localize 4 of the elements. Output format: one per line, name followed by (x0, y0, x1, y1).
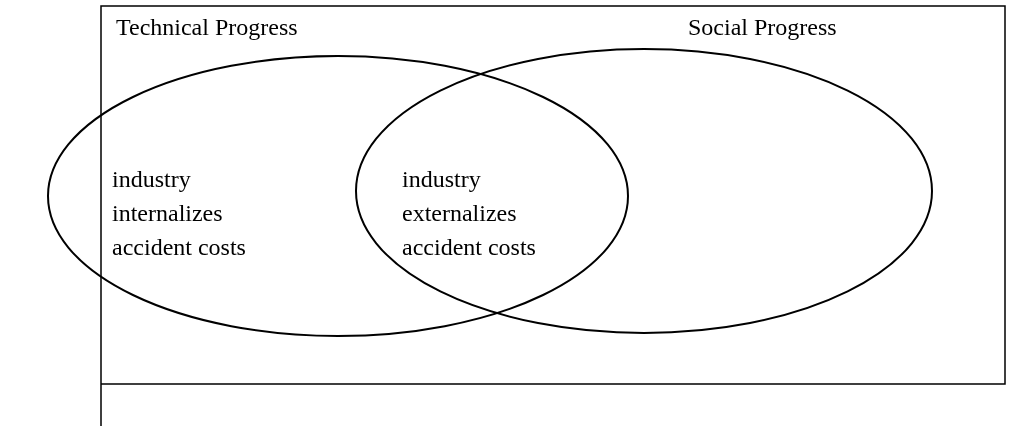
set-title: Technical Progress (116, 13, 298, 42)
set-description: industry internalizes accident costs (112, 165, 247, 262)
set-title: Social Progress (688, 13, 837, 42)
overlap-description: industry externalizes accident costs (402, 165, 537, 262)
